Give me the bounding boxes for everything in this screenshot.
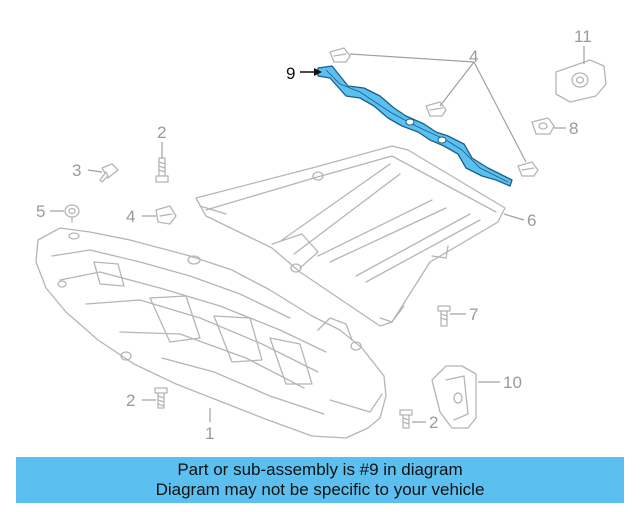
leader-lines (50, 46, 585, 423)
clip-part-4-a (329, 47, 351, 63)
bolt-part-2-c (399, 409, 413, 429)
undertray-panel-part-6 (195, 145, 506, 327)
leader-line-part-9 (300, 68, 322, 76)
callout-2-top: 2 (157, 123, 166, 142)
bracket-part-11 (555, 59, 607, 103)
banner-line-2: Diagram may not be specific to your vehi… (155, 480, 485, 499)
callout-3: 3 (72, 161, 81, 180)
bolt-part-2-a (155, 157, 169, 183)
callout-9: 9 (286, 64, 295, 83)
clip-part-4-c (517, 161, 539, 177)
callout-2-bottom-right: 2 (429, 413, 438, 432)
info-banner: Part or sub-assembly is #9 in diagram Di… (16, 457, 624, 503)
callout-1: 1 (205, 424, 214, 443)
callout-2-bottom-left: 2 (126, 391, 135, 410)
callout-4-top: 4 (469, 47, 478, 66)
callout-10: 10 (503, 373, 522, 392)
nut-part-8 (531, 117, 555, 135)
engine-cover-part-1 (35, 227, 387, 439)
parts-diagram: 9 4 11 8 6 2 3 5 4 7 10 2 1 2 (35, 27, 607, 443)
clip-part-4-d (155, 205, 177, 225)
callout-4-left: 4 (126, 207, 135, 226)
callout-8: 8 (569, 119, 578, 138)
callout-11: 11 (574, 27, 592, 46)
clip-part-4-b (425, 101, 447, 117)
bolt-part-2-b (154, 387, 168, 409)
banner-line-1: Part or sub-assembly is #9 in diagram (177, 460, 463, 479)
bracket-part-10 (431, 365, 477, 429)
rivet-part-5 (64, 204, 80, 223)
seal-strip-part-9 (317, 65, 513, 187)
screw-part-3 (99, 163, 119, 183)
callout-5: 5 (36, 202, 45, 221)
callout-6: 6 (527, 211, 536, 230)
callout-7: 7 (469, 305, 478, 324)
bolt-part-7 (437, 305, 451, 327)
